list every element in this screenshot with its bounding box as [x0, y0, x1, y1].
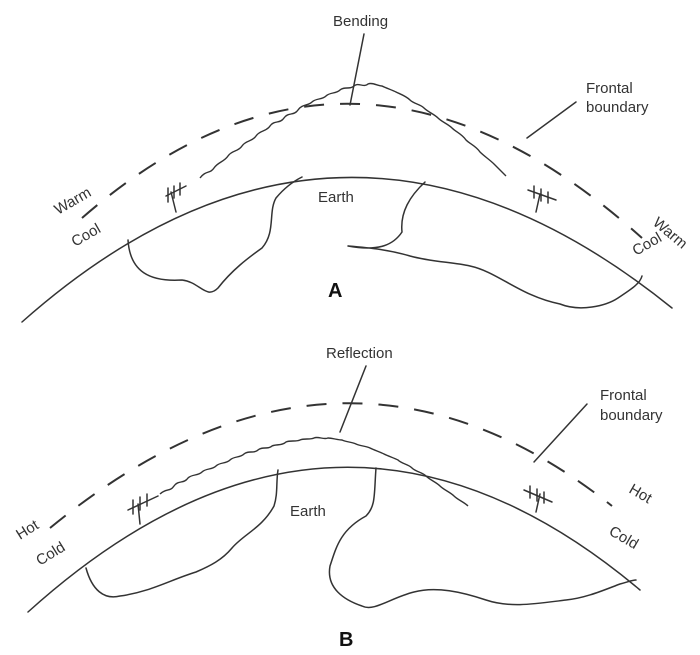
continent-right-a [347, 181, 643, 309]
frontal-boundary-b [49, 402, 613, 529]
bending-label: Bending [333, 13, 388, 30]
antenna-left-a [165, 182, 187, 213]
continent-left-b [85, 469, 279, 598]
continent-left-a [127, 176, 303, 293]
hot-label-left-b: Hot [13, 516, 43, 543]
cool-label-left-a: Cool [69, 220, 104, 250]
cold-label-left-b: Cold [33, 539, 68, 570]
antenna-right-a [527, 185, 557, 213]
reflection-leader-b [339, 365, 367, 433]
frontal-boundary-label-line2-b: boundary [600, 407, 663, 424]
boundary-leader-b [533, 403, 588, 463]
antenna-right-b [523, 485, 553, 513]
earth-label-b: Earth [290, 503, 326, 520]
svg-text:Hot: Hot [626, 481, 655, 508]
svg-text:Cold: Cold [33, 539, 68, 570]
earth-label-a: Earth [318, 189, 354, 206]
frontal-boundary-label-line2-a: boundary [586, 99, 649, 116]
frontal-boundary-label-line1-b: Frontal [600, 387, 647, 404]
panel-a-label: A [328, 280, 342, 302]
hot-label-right-b: Hot [626, 481, 655, 508]
continent-right-b [328, 467, 637, 609]
earth-surface-a [21, 176, 673, 323]
panel-b-label: B [339, 629, 353, 651]
panel-a: Bending Frontal boundary Earth Warm Cool… [21, 13, 691, 323]
frontal-boundary-a [81, 102, 643, 239]
svg-text:Hot: Hot [13, 516, 43, 543]
antenna-left-b [127, 493, 159, 525]
cold-label-right-b: Cold [606, 523, 641, 553]
reflection-label: Reflection [326, 345, 393, 362]
earth-surface-b [27, 466, 641, 613]
frontal-boundary-label-line1-a: Frontal [586, 80, 633, 97]
svg-text:Cold: Cold [606, 523, 641, 553]
svg-text:Cool: Cool [69, 220, 104, 250]
boundary-leader-a [526, 101, 577, 139]
panel-b: Reflection Frontal boundary Earth Hot Co… [13, 345, 663, 651]
radio-wave-path-b [159, 436, 469, 507]
bending-leader-a [349, 33, 365, 106]
radio-wave-path-a [199, 82, 507, 179]
